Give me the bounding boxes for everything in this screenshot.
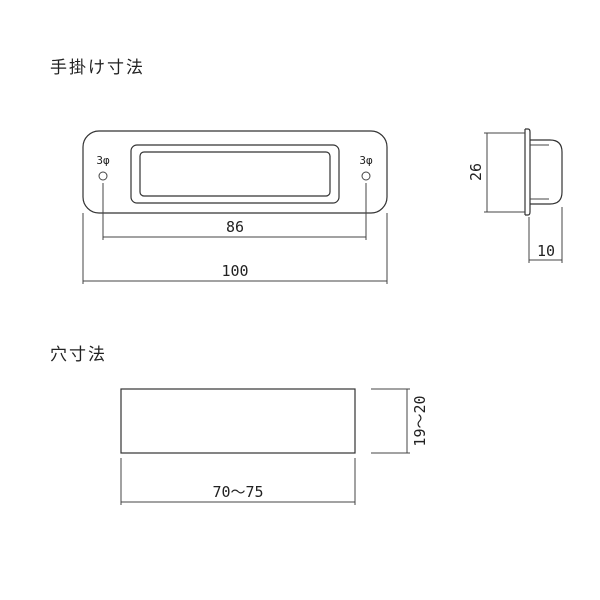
handle-front-view: 3φ 3φ: [82, 130, 388, 214]
heading-handle-dimensions: 手掛け寸法: [50, 58, 145, 78]
dimension-hole-pitch: 86: [102, 183, 367, 240]
handle-plate-outline: [82, 130, 388, 214]
screw-hole-left-label: 3φ: [96, 154, 110, 167]
dimension-hole-width-label: 70～75: [212, 483, 263, 501]
screw-hole-left-icon: [98, 171, 108, 181]
handle-recess-outer: [130, 144, 340, 204]
hole-cutout-view: [120, 388, 356, 454]
dimension-hole-width: 70～75: [120, 458, 356, 505]
dimension-side-depth-label: 10: [537, 242, 555, 260]
dimension-overall-width-label: 100: [221, 262, 248, 280]
handle-side-view: [524, 128, 563, 216]
heading-hole-dimensions: 穴寸法: [50, 345, 107, 365]
dimension-hole-height: 19～20: [371, 388, 429, 454]
dimension-hole-pitch-label: 86: [226, 218, 244, 236]
screw-hole-right-icon: [361, 171, 371, 181]
dimension-side-depth: 10: [528, 207, 563, 263]
dimension-side-height-label: 26: [467, 163, 485, 181]
handle-recess-inner: [139, 151, 331, 197]
side-recess-body: [530, 139, 563, 205]
side-plate-flange: [525, 128, 531, 216]
dimension-side-height: 26: [467, 132, 525, 213]
dimension-hole-height-label: 19～20: [411, 395, 429, 446]
hole-cutout-outline: [120, 388, 356, 454]
dimension-overall-width: 100: [82, 213, 388, 284]
screw-hole-right-label: 3φ: [359, 154, 373, 167]
